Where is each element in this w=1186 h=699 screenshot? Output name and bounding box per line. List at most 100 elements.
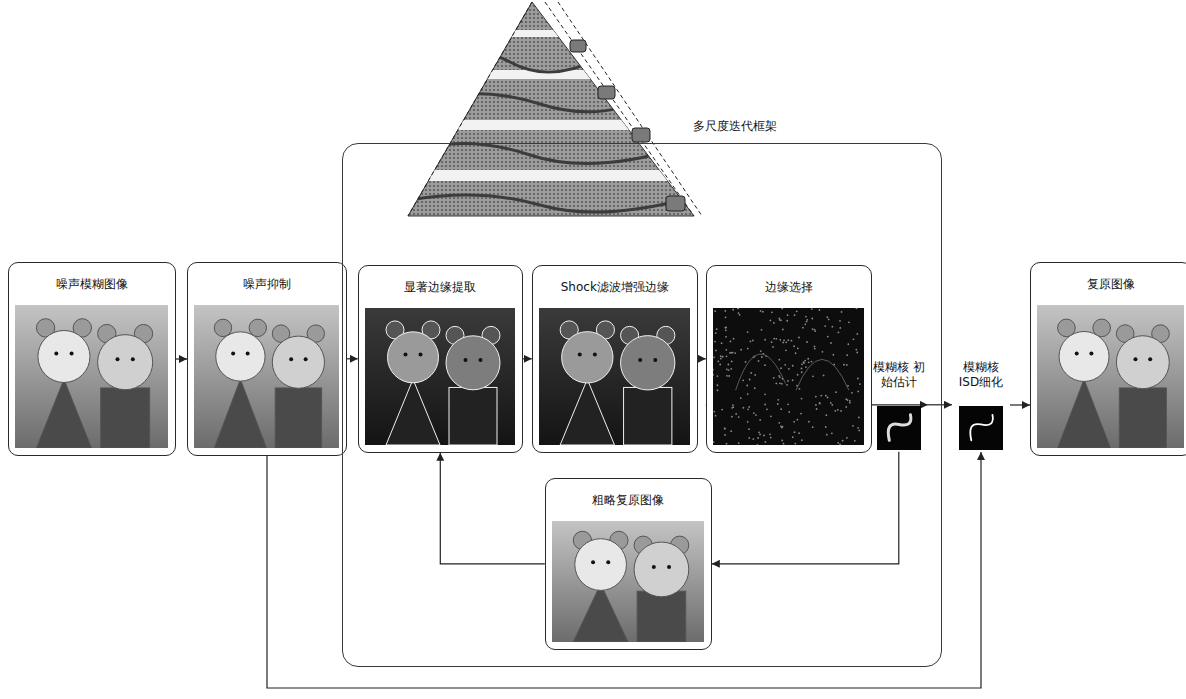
flow-arrow	[440, 453, 545, 564]
edge-pixel	[859, 383, 861, 385]
edge-pixel	[854, 440, 856, 442]
edge-pixel	[729, 352, 731, 354]
edge-pixel	[839, 443, 841, 445]
edge-pixel	[852, 338, 854, 340]
edge-pixel	[801, 363, 803, 365]
pyramid-bands	[400, 30, 700, 212]
edge-pixel	[716, 375, 718, 377]
edge-pixel	[828, 318, 830, 320]
flow-arrow	[347, 358, 358, 359]
edge-pixel	[815, 404, 817, 406]
figure-eye	[116, 357, 120, 361]
edge-pixel	[786, 314, 788, 316]
edge-pixel	[763, 434, 765, 436]
figure-body	[573, 584, 628, 642]
edge-pixel	[801, 439, 803, 441]
edge-pixel	[747, 408, 749, 410]
edge-pixel	[825, 426, 827, 428]
edge-pixel	[793, 314, 795, 316]
figure-head	[38, 330, 90, 382]
edge-pixel	[746, 331, 748, 333]
flow-arrow	[712, 452, 899, 564]
edge-pixel	[744, 361, 746, 363]
edge-pixel	[826, 316, 828, 318]
image-thumbnail	[365, 308, 515, 445]
edge-pixel	[855, 348, 857, 350]
edge-pixel	[811, 328, 813, 330]
edge-pixel	[857, 390, 859, 392]
edge-pixel	[713, 441, 714, 443]
edge-pixel	[724, 427, 726, 429]
figure-head	[387, 332, 438, 383]
edge-pixel	[724, 316, 726, 318]
edge-pixel	[820, 394, 822, 396]
box-label: 边缘选择	[707, 266, 871, 295]
framework-region: 多尺度迭代框架显著边缘提取Shock滤波增强边缘边缘选择模糊核 初始估计粗略复原…	[342, 143, 942, 667]
edge-pixel	[770, 436, 772, 438]
pyramid-band	[400, 30, 700, 37]
edge-pixel	[802, 327, 804, 329]
figure-ear	[249, 319, 266, 336]
edge-pixel	[717, 360, 719, 362]
edge-pixel	[787, 339, 789, 341]
edge-pixel	[781, 425, 783, 427]
edge-pixel	[749, 340, 751, 342]
edge-pixel	[858, 416, 860, 418]
edge-pixel	[804, 323, 806, 325]
edge-pixel	[724, 434, 726, 436]
edge-pixel	[857, 427, 859, 429]
edge-pixel	[725, 336, 727, 338]
edge-pixel	[787, 403, 789, 405]
edge-pixel	[748, 437, 750, 439]
figure-eye	[591, 560, 595, 564]
edge-pixel	[777, 403, 779, 405]
edge-pixel	[818, 402, 820, 404]
figure-head	[1116, 336, 1169, 389]
edge-pixel	[749, 378, 751, 380]
edge-pixel	[815, 396, 817, 398]
edge-pixel	[732, 338, 734, 340]
box-label: 粗略复原图像	[546, 479, 711, 508]
edge-pixel	[840, 410, 842, 412]
pyramid-edge	[558, 2, 702, 216]
edge-pixel	[771, 311, 773, 313]
edge-pixel	[747, 421, 749, 423]
edge-pixel	[783, 339, 785, 341]
figure-head	[575, 539, 627, 591]
edge-pixel	[798, 388, 800, 390]
edge-pixel	[788, 368, 790, 370]
photo-ground	[552, 521, 704, 642]
image-thumbnail	[15, 305, 168, 448]
edge-pixel	[740, 349, 742, 351]
edge-pixel	[793, 421, 795, 423]
edge-pixel	[714, 341, 716, 343]
edge-pixel	[821, 351, 823, 353]
edge-pixel	[858, 429, 860, 431]
figure-head	[216, 332, 265, 381]
edge-pixel	[775, 338, 777, 340]
edge-pixel	[754, 387, 756, 389]
edge-pixel	[759, 419, 761, 421]
edge-pixel	[846, 354, 848, 356]
flow-arrow	[1010, 404, 1030, 405]
image-thumbnail	[713, 308, 864, 445]
figure-eye	[578, 352, 582, 356]
edge-pixel	[811, 308, 813, 310]
edge-pixel	[739, 314, 741, 316]
edge-pixel	[713, 374, 714, 376]
figure-eye	[246, 352, 250, 356]
edge-pixel	[839, 327, 841, 329]
edge-pixel	[786, 384, 788, 386]
edge-pixel	[725, 349, 727, 351]
edge-pixel	[796, 419, 798, 421]
figure-head	[620, 335, 674, 389]
figure-eye	[418, 352, 422, 356]
figure-eye	[1148, 357, 1152, 361]
pyramid-band	[400, 170, 700, 181]
edge-pixel	[831, 326, 833, 328]
edge-pixel	[837, 442, 839, 444]
edge-pixel	[826, 396, 828, 398]
edge-pixel	[802, 361, 804, 363]
edge-pixel	[757, 437, 759, 439]
box-label: 噪声抑制	[188, 263, 346, 292]
